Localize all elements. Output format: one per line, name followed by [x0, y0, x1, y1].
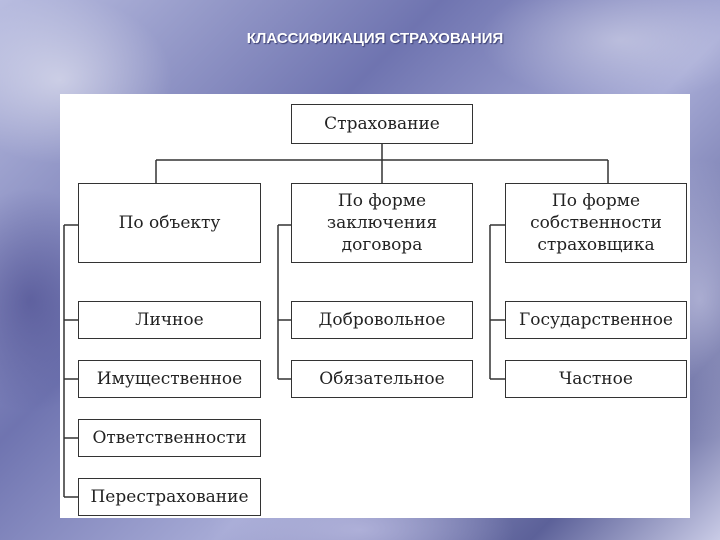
diagram-panel: Страхование По объекту По форме заключен…: [60, 94, 690, 518]
item-box-liability: Ответственности: [78, 419, 261, 457]
slide-title: КЛАССИФИКАЦИЯ СТРАХОВАНИЯ: [246, 30, 504, 47]
item-box-state: Государственное: [505, 301, 687, 339]
item-box-personal: Личное: [78, 301, 261, 339]
item-box-mandatory: Обязательное: [291, 360, 473, 398]
item-box-property: Имущественное: [78, 360, 261, 398]
category-box-ownership-form: По форме собственности страховщика: [505, 183, 687, 263]
category-box-contract-form: По форме заключения договора: [291, 183, 473, 263]
category-box-object: По объекту: [78, 183, 261, 263]
item-box-private: Частное: [505, 360, 687, 398]
connector-lines: [63, 143, 609, 498]
item-box-reinsurance: Перестрахование: [78, 478, 261, 516]
root-box: Страхование: [291, 104, 473, 144]
item-box-voluntary: Добровольное: [291, 301, 473, 339]
